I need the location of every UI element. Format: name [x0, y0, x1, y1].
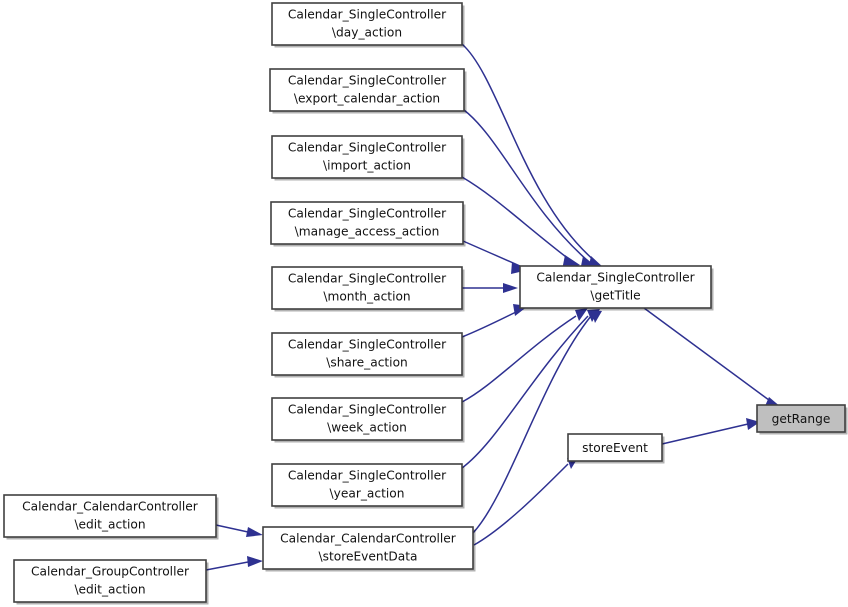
node-label-line1: Calendar_SingleController	[288, 74, 447, 88]
edge-storeEventData-to-storeEvent	[473, 456, 579, 546]
node-storeEventData[interactable]: Calendar_CalendarController \storeEventDa…	[262, 526, 476, 572]
node-label-line1: Calendar_SingleController	[288, 141, 447, 155]
edge-line	[462, 240, 521, 267]
node-month_action[interactable]: Calendar_SingleController \month_action	[271, 266, 465, 312]
node-label-line1: Calendar_SingleController	[288, 272, 447, 286]
edge-calendar_edit_action-to-storeEventData	[215, 524, 263, 537]
edge-line	[461, 176, 571, 261]
node-label-line2: \share_action	[326, 356, 408, 370]
node-label-line2: \month_action	[323, 290, 410, 304]
node-label-line1: Calendar_SingleController	[288, 338, 447, 352]
edge-group_edit_action-to-storeEventData	[205, 556, 263, 571]
node-rect[interactable]	[271, 397, 463, 441]
node-label-line2: \getTitle	[590, 289, 640, 303]
arrow-head-icon	[247, 556, 263, 567]
node-label-line2: \import_action	[323, 159, 411, 173]
edge-line	[215, 524, 249, 533]
edge-import_action-to-getTitle	[461, 176, 580, 270]
edge-line	[661, 423, 749, 445]
node-rect[interactable]	[271, 266, 463, 310]
edge-line	[461, 43, 597, 263]
edge-share_action-to-getTitle	[461, 304, 528, 338]
node-label-line2: \day_action	[332, 26, 402, 40]
node-import_action[interactable]: Calendar_SingleController \import_action	[271, 135, 465, 181]
node-group_edit_action[interactable]: Calendar_GroupController \edit_action	[13, 559, 209, 605]
node-calendar_edit_action[interactable]: Calendar_CalendarController \edit_action	[3, 494, 219, 540]
arrow-head-icon	[503, 283, 518, 293]
node-label-line1: Calendar_SingleController	[288, 403, 447, 417]
node-storeEvent[interactable]: storeEvent	[567, 433, 665, 464]
edge-line	[461, 315, 577, 403]
node-day_action[interactable]: Calendar_SingleController \day_action	[271, 2, 465, 48]
node-year_action[interactable]: Calendar_SingleController \year_action	[271, 463, 465, 509]
node-label-line1: storeEvent	[582, 441, 648, 455]
edge-storeEventData-to-getTitle	[472, 310, 602, 534]
edge-manage_access_action-to-getTitle	[462, 240, 528, 274]
node-label-line2: \week_action	[327, 421, 407, 435]
node-label-line2: \edit_action	[74, 583, 145, 597]
nodes-layer: Calendar_SingleController\day_actionCale…	[3, 2, 848, 605]
edge-storeEvent-to-getRange	[661, 418, 760, 445]
node-share_action[interactable]: Calendar_SingleController \share_action	[271, 332, 465, 378]
node-label-line2: \storeEventData	[319, 550, 418, 564]
node-label-line2: \edit_action	[74, 518, 145, 532]
node-label-line1: Calendar_SingleController	[536, 271, 695, 285]
node-label-line2: \year_action	[330, 487, 405, 501]
node-label-line1: Calendar_GroupController	[31, 565, 190, 579]
node-label-line2: \export_calendar_action	[294, 92, 440, 106]
edge-day_action-to-getTitle	[461, 43, 604, 270]
node-rect[interactable]	[271, 463, 463, 507]
edge-line	[463, 109, 589, 262]
node-getRange[interactable]: getRange	[756, 404, 848, 435]
node-label-line1: getRange	[772, 412, 831, 426]
node-rect[interactable]	[271, 2, 463, 46]
node-label-line1: Calendar_CalendarController	[280, 532, 457, 546]
node-rect[interactable]	[756, 404, 846, 433]
node-rect[interactable]	[269, 68, 465, 112]
node-rect[interactable]	[271, 332, 463, 376]
node-label-line2: \manage_access_action	[295, 225, 440, 239]
node-label-line1: Calendar_SingleController	[288, 8, 447, 22]
arrow-head-icon	[591, 310, 602, 323]
node-getTitle[interactable]: Calendar_SingleController \getTitle	[519, 265, 714, 311]
node-label-line1: Calendar_SingleController	[288, 207, 447, 221]
edge-line	[473, 463, 569, 546]
node-export_calendar_action[interactable]: Calendar_SingleController \export_calenda…	[269, 68, 467, 114]
arrow-head-icon	[575, 308, 588, 321]
edge-line	[461, 315, 589, 469]
node-rect[interactable]	[262, 526, 474, 570]
node-rect[interactable]	[270, 201, 464, 245]
node-rect[interactable]	[519, 265, 712, 309]
node-rect[interactable]	[567, 433, 663, 462]
node-rect[interactable]	[271, 135, 463, 179]
node-label-line1: Calendar_CalendarController	[22, 500, 199, 514]
edge-line	[472, 315, 592, 534]
edge-line	[205, 561, 249, 571]
node-rect[interactable]	[3, 494, 217, 538]
node-label-line1: Calendar_SingleController	[288, 469, 447, 483]
edge-getTitle-to-getRange	[643, 307, 782, 408]
edge-line	[643, 307, 774, 404]
node-week_action[interactable]: Calendar_SingleController \week_action	[271, 397, 465, 443]
edge-line	[461, 309, 521, 338]
edge-month_action-to-getTitle	[462, 283, 518, 293]
arrow-head-icon	[246, 527, 263, 537]
edges-layer	[205, 43, 782, 571]
node-rect[interactable]	[13, 559, 207, 603]
node-manage_access_action[interactable]: Calendar_SingleController \manage_access_…	[270, 201, 466, 247]
edge-week_action-to-getTitle	[461, 308, 588, 403]
